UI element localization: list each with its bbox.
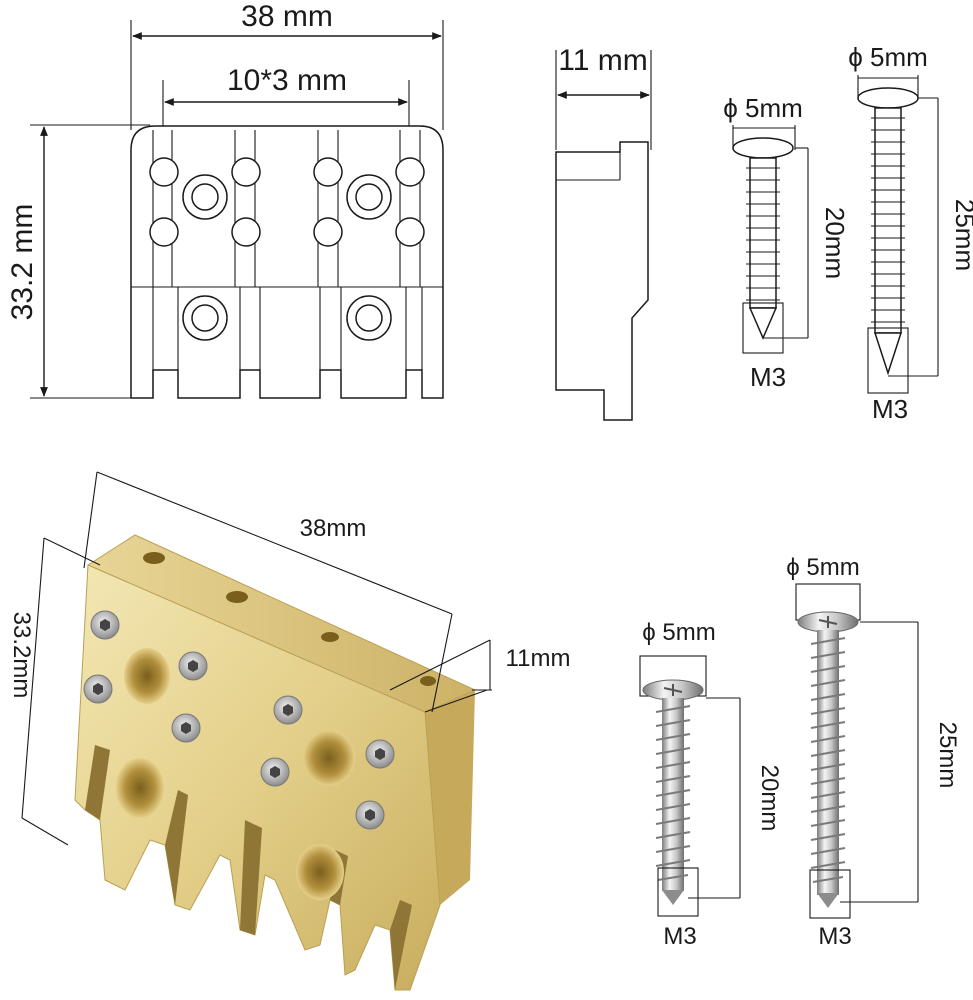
depth-label: 11 mm (558, 44, 647, 77)
short-screw-thread-label: M3 (750, 362, 786, 392)
width-label: 38 mm (241, 0, 333, 33)
side-profile-outline (555, 141, 649, 421)
front-view-drawing: 38 mm 10*3 mm 33.2 mm (6, 0, 444, 399)
front-view-holes (149, 157, 425, 341)
photo-long-screw-thread-label: M3 (818, 923, 851, 950)
photo-short-screw-diameter-label: ϕ 5mm (642, 619, 715, 646)
bridge-mounting-holes (116, 648, 355, 900)
photo-long-screw-length-label: 25mm (934, 722, 961, 789)
photo-short-screw-length-label: 20mm (756, 765, 783, 832)
photo-width-dimension-line (96, 471, 453, 615)
long-screw-thread-label: M3 (872, 394, 908, 424)
brass-bridge-photo: 38mm 33.2mm 11mm (8, 471, 571, 991)
short-screw-diameter-label: ϕ 5mm (723, 93, 803, 123)
photo-width-label: 38mm (300, 515, 367, 542)
short-screw-photo: ϕ 5mm 20mm M3 (639, 619, 783, 950)
bridge-saddle-bolts (83, 610, 395, 830)
photo-height-dimension-line (21, 537, 45, 819)
long-screw-drawing: ϕ 5mm 25mm M3 (848, 42, 973, 424)
photo-short-screw-thread-label: M3 (663, 923, 696, 950)
spacing-label: 10*3 mm (227, 64, 347, 97)
long-screw-diameter-label: ϕ 5mm (848, 42, 928, 72)
long-screw-length-label: 25mm (950, 199, 973, 271)
long-screw-photo: ϕ 5mm 25mm M3 (786, 554, 961, 950)
bridge-side-face (425, 690, 475, 905)
photo-height-label: 33.2mm (8, 612, 35, 699)
photo-depth-label: 11mm (506, 645, 571, 672)
short-screw-length-label: 20mm (820, 207, 850, 279)
short-screw-drawing: ϕ 5mm 20mm M3 (723, 93, 850, 392)
height-label: 33.2 mm (6, 204, 39, 321)
side-view-drawing: 11 mm (555, 44, 652, 421)
photo-long-screw-diameter-label: ϕ 5mm (786, 554, 859, 581)
